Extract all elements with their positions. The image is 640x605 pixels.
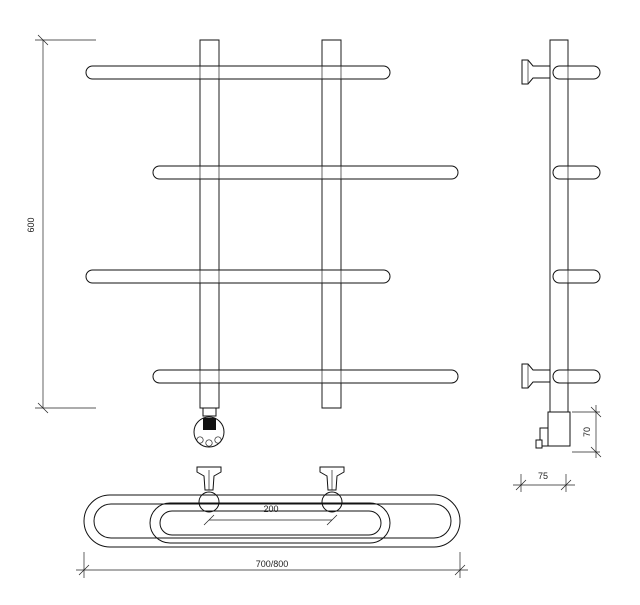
- width-label: 700/800: [256, 559, 289, 569]
- right-post-circle: [321, 491, 343, 513]
- outer-loop-inner: [93, 503, 452, 539]
- side-bar-2: [552, 165, 601, 180]
- control-display: [203, 418, 216, 430]
- side-post: [549, 39, 569, 413]
- horizontal-bar-2: [152, 165, 459, 180]
- thermostat-control: [193, 416, 225, 448]
- side-bar-1: [552, 65, 601, 80]
- horizontal-bar-4: [152, 369, 459, 384]
- outer-loop: [83, 494, 461, 548]
- inner-loop-inner: [159, 510, 382, 536]
- horizontal-bar-1: [85, 65, 391, 80]
- front-view: [85, 39, 459, 448]
- spacing-label: 200: [263, 504, 278, 514]
- side-heater-block: [535, 411, 571, 449]
- left-vertical-post: [199, 39, 220, 409]
- side-view: 70 75: [513, 39, 602, 492]
- depth-label: 75: [538, 471, 548, 481]
- height-label: 600: [26, 217, 36, 232]
- height-dimension: 600: [26, 34, 96, 414]
- heater-connector: [202, 407, 217, 417]
- left-wall-mount: [196, 466, 222, 513]
- inner-loop: [149, 502, 391, 544]
- right-wall-mount: [319, 466, 345, 513]
- lower-wall-bracket: [521, 363, 551, 389]
- side-bar-4: [552, 369, 601, 384]
- plan-view: 200 700/800: [76, 466, 468, 578]
- right-vertical-post: [321, 39, 342, 409]
- heater-height-label: 70: [582, 427, 592, 437]
- horizontal-bar-3: [85, 269, 391, 284]
- upper-wall-bracket: [521, 59, 551, 85]
- side-bar-3: [552, 269, 601, 284]
- left-post-circle: [198, 491, 220, 513]
